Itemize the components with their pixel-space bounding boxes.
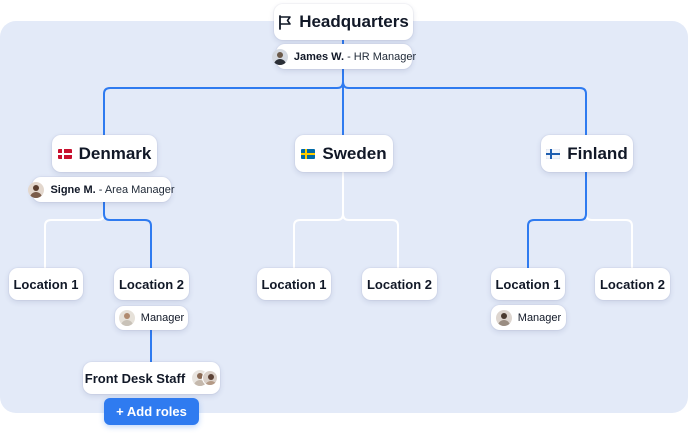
connector-line-active: [342, 81, 587, 135]
connector-line-active: [103, 70, 344, 135]
contact-name: James W.: [293, 50, 344, 63]
contact-title: - Area Manager: [98, 183, 175, 196]
country-node-denmark[interactable]: Denmark: [52, 135, 157, 172]
avatar-icon: [495, 309, 512, 326]
headquarters-node[interactable]: Headquarters: [274, 4, 413, 40]
avatar-icon: [202, 370, 219, 386]
denmark-flag-icon: [57, 148, 72, 159]
connector-line: [342, 213, 399, 268]
location-node[interactable]: Location 2: [114, 268, 189, 300]
location-label: Location 2: [599, 276, 665, 292]
connector-line: [585, 213, 633, 268]
contact-name: Signe M.: [50, 183, 96, 196]
location-node[interactable]: Location 1: [257, 268, 331, 300]
finland-flag-icon: [546, 148, 561, 159]
manager-role-card[interactable]: Manager: [115, 306, 188, 330]
connector-line-active: [527, 172, 587, 268]
location-label: Location 1: [261, 276, 327, 292]
location-label: Location 1: [495, 276, 561, 292]
location-label: Location 2: [366, 276, 432, 292]
avatar-icon: [271, 48, 288, 65]
manager-role-card[interactable]: Manager: [491, 305, 566, 330]
staff-label: Front Desk Staff: [84, 370, 186, 386]
connector-line: [293, 172, 344, 268]
flag-icon: [279, 14, 291, 30]
contact-title: - HR Manager: [347, 50, 417, 63]
location-label: Location 1: [13, 276, 79, 292]
location-node[interactable]: Location 1: [9, 268, 83, 300]
location-node[interactable]: Location 1: [491, 268, 565, 300]
avatar-group: [192, 370, 219, 386]
role-label: Manager: [140, 312, 185, 324]
country-label: Sweden: [322, 143, 387, 163]
headquarters-label: Headquarters: [299, 12, 409, 31]
avatar-icon: [28, 181, 45, 198]
connector-line: [44, 202, 105, 268]
location-node[interactable]: Location 2: [595, 268, 670, 300]
location-node[interactable]: Location 2: [362, 268, 437, 300]
location-label: Location 2: [118, 276, 184, 292]
avatar-icon: [118, 310, 135, 326]
staff-role-node[interactable]: Front Desk Staff: [83, 362, 220, 394]
connector-line-active: [103, 202, 152, 268]
add-roles-button[interactable]: + Add roles: [104, 398, 199, 425]
country-node-finland[interactable]: Finland: [541, 135, 633, 172]
denmark-contact-card[interactable]: Signe M. - Area Manager: [28, 177, 175, 202]
country-label: Finland: [567, 143, 628, 163]
role-label: Manager: [517, 311, 562, 324]
country-label: Denmark: [78, 143, 152, 163]
hq-contact-card[interactable]: James W. - HR Manager: [271, 44, 416, 69]
sweden-flag-icon: [301, 148, 316, 159]
country-node-sweden[interactable]: Sweden: [295, 135, 393, 172]
